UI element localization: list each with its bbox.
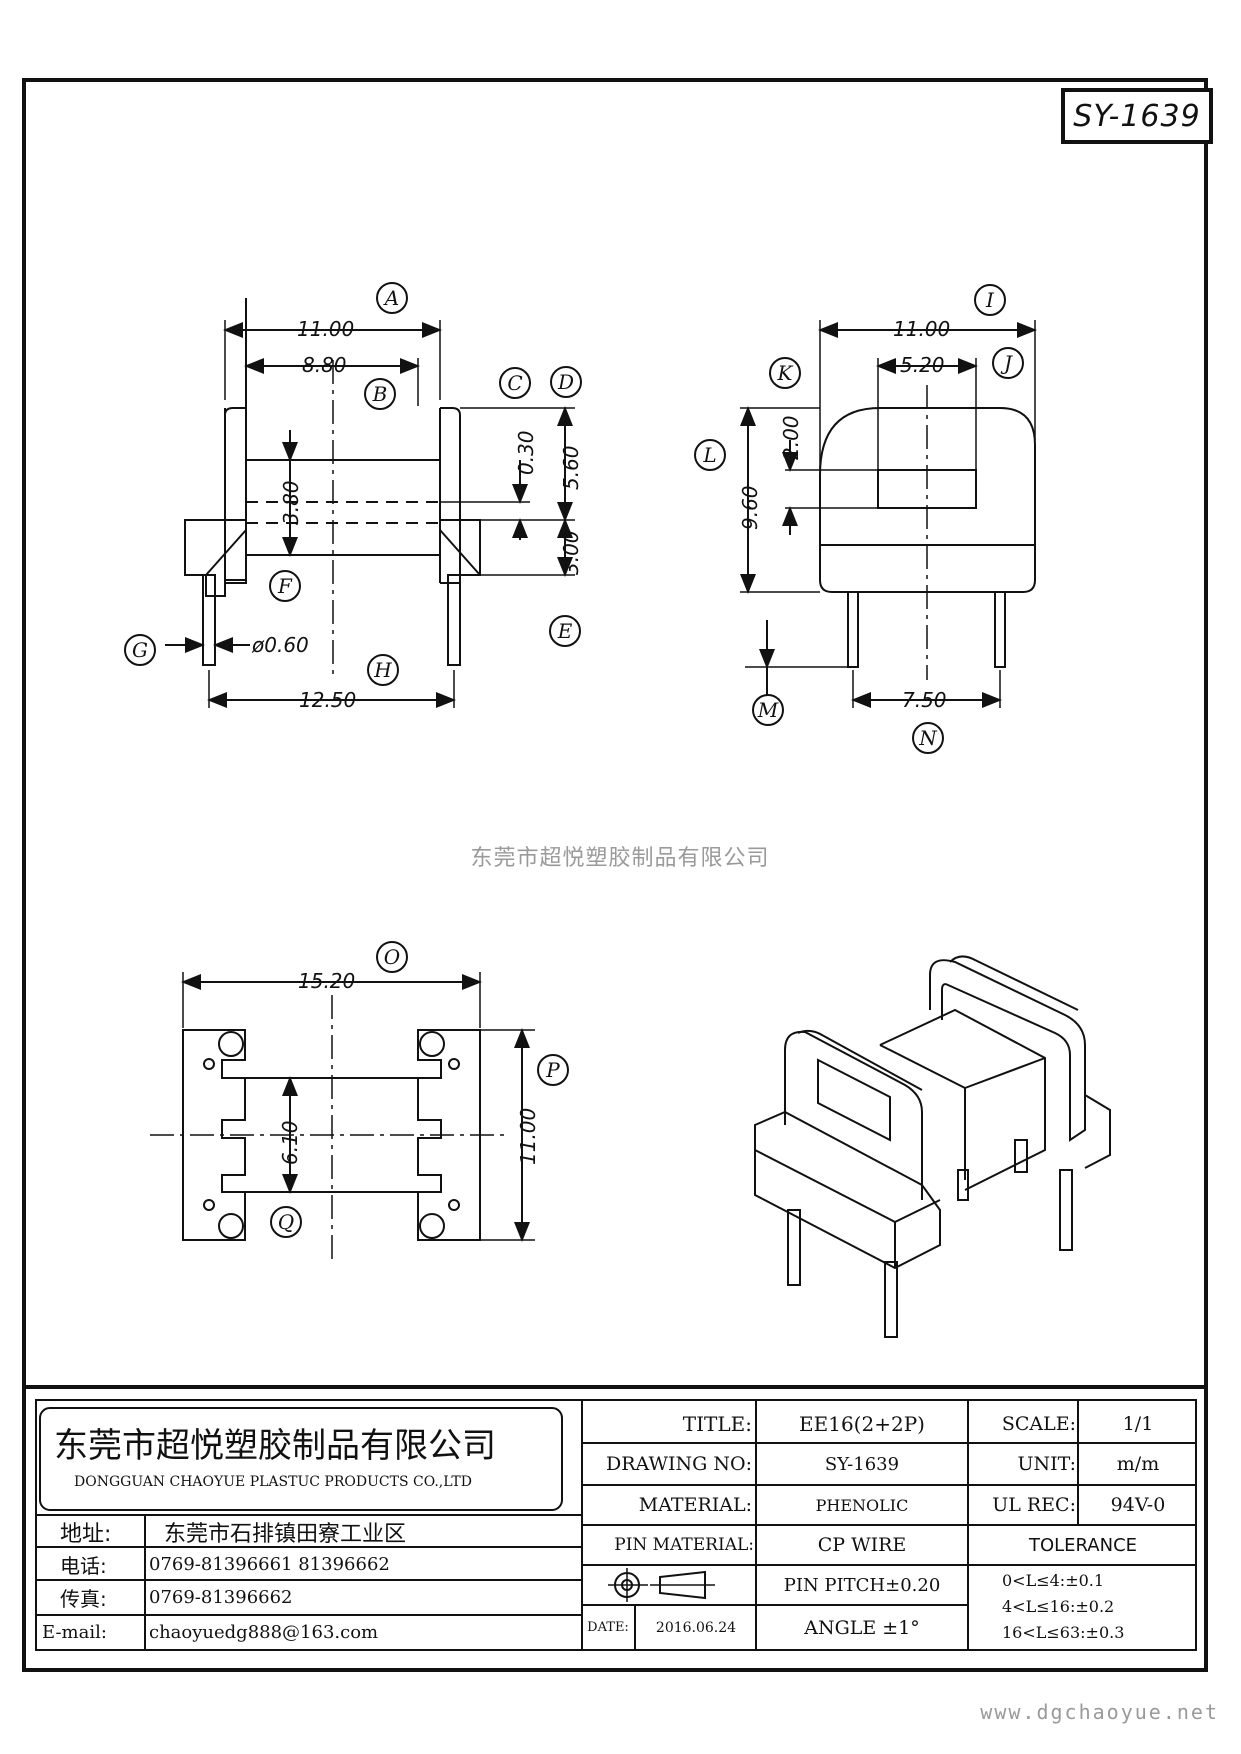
drawing-frame: [22, 78, 1208, 1672]
ref-l: L: [702, 443, 716, 467]
company-name-en: DONGGUAN CHAOYUE PLASTUC PRODUCTS CO.,LT…: [74, 1474, 472, 1490]
tel-label: 电话:: [60, 1553, 107, 1578]
address-label: 地址:: [60, 1522, 112, 1547]
unit-label: UNIT:: [1017, 1453, 1076, 1475]
dimension-texts: 11.00 8.80 0.30 5.60 3.00 3.80 ø0.60 12.…: [251, 317, 950, 1165]
ul-value: 94V-0: [1110, 1494, 1166, 1516]
ref-b: B: [372, 382, 388, 406]
dim-h-value: 12.50: [299, 688, 356, 712]
fax-value: 0769-81396662: [149, 1586, 293, 1608]
ref-a: A: [383, 286, 399, 310]
title-block-grid: [22, 1385, 1208, 1651]
material-value: PHENOLIC: [815, 1495, 909, 1515]
ref-n: N: [918, 726, 938, 750]
ref-i: I: [985, 288, 995, 312]
dim-k-value: 2.00: [779, 415, 803, 460]
dim-i-value: 11.00: [893, 317, 950, 341]
title-block: 东莞市超悦塑胶制品有限公司 DONGGUAN CHAOYUE PLASTUC P…: [34, 1405, 1208, 1670]
dim-j-value: 5.20: [900, 353, 945, 377]
scale-label: SCALE:: [1001, 1413, 1076, 1435]
bottom-view: [150, 972, 535, 1265]
pin-material-label: PIN MATERIAL:: [614, 1535, 754, 1555]
dim-d-value: 5.60: [559, 445, 583, 490]
drawing-no-value: SY-1639: [824, 1453, 900, 1475]
ref-g: G: [132, 638, 148, 662]
reference-letters: [124, 282, 1024, 1238]
front-view: [165, 298, 575, 708]
material-label: MATERIAL:: [638, 1494, 752, 1516]
tolerance-row-1: 0<L≤4:±0.1: [1002, 1570, 1105, 1590]
angle-value: ANGLE ±1°: [804, 1616, 920, 1639]
ref-j: J: [1000, 351, 1013, 375]
drawing-code-box: SY-1639: [1061, 88, 1213, 144]
watermark-text: 东莞市超悦塑胶制品有限公司: [470, 846, 770, 871]
email-value[interactable]: chaoyuedg888@163.com: [149, 1621, 379, 1643]
dim-p-value: 11.00: [516, 1108, 540, 1165]
date-label: DATE:: [587, 1620, 629, 1635]
dim-f-value: 3.80: [279, 480, 303, 525]
title-value: EE16(2+2P): [799, 1412, 925, 1436]
reference-letter-texts: A B C D E F G H I J K L M N O P Q: [132, 286, 1013, 1234]
pin-pitch-value: PIN PITCH±0.20: [783, 1574, 941, 1596]
dim-c-value: 0.30: [514, 430, 538, 475]
ul-label: UL REC:: [992, 1494, 1076, 1516]
company-name-cn: 东莞市超悦塑胶制品有限公司: [54, 1425, 496, 1466]
ref-k: K: [777, 361, 794, 385]
scale-value: 1/1: [1122, 1413, 1154, 1435]
ref-m: M: [757, 698, 779, 722]
ref-c: C: [507, 371, 522, 395]
dim-a-value: 11.00: [297, 317, 354, 341]
website-url[interactable]: www.dgchaoyue.net: [980, 1700, 1219, 1724]
fax-label: 传真:: [60, 1586, 107, 1611]
ref-q: Q: [278, 1210, 294, 1234]
dim-e-value: 3.00: [559, 530, 583, 575]
email-label: E-mail:: [42, 1621, 107, 1643]
side-view: [740, 320, 1037, 708]
ref-o: O: [384, 945, 400, 969]
pin-material-value: CP WIRE: [817, 1534, 907, 1556]
drawing-no-label: DRAWING NO:: [606, 1453, 752, 1475]
tolerance-label: TOLERANCE: [1028, 1534, 1138, 1556]
dim-o-value: 15.20: [298, 969, 355, 993]
ref-p: P: [545, 1058, 560, 1082]
unit-value: m/m: [1116, 1453, 1160, 1475]
dim-q-value: 6.10: [278, 1120, 302, 1165]
ref-h: H: [373, 658, 392, 682]
dim-n-value: 7.50: [902, 688, 947, 712]
dim-g-value: ø0.60: [251, 633, 309, 657]
tolerance-row-3: 16<L≤63:±0.3: [1002, 1622, 1125, 1642]
dim-l-value: 9.60: [738, 485, 762, 530]
address-value: 东莞市石排镇田寮工业区: [164, 1522, 407, 1547]
title-label: TITLE:: [682, 1412, 752, 1436]
ref-f: F: [277, 574, 293, 598]
tel-value: 0769-81396661 81396662: [149, 1553, 390, 1575]
dim-b-value: 8.80: [302, 353, 347, 377]
ref-e: E: [557, 619, 573, 643]
date-value: 2016.06.24: [655, 1619, 737, 1636]
isometric-view: [754, 955, 1111, 1338]
ref-d: D: [557, 370, 574, 394]
tolerance-row-2: 4<L≤16:±0.2: [1002, 1596, 1115, 1616]
